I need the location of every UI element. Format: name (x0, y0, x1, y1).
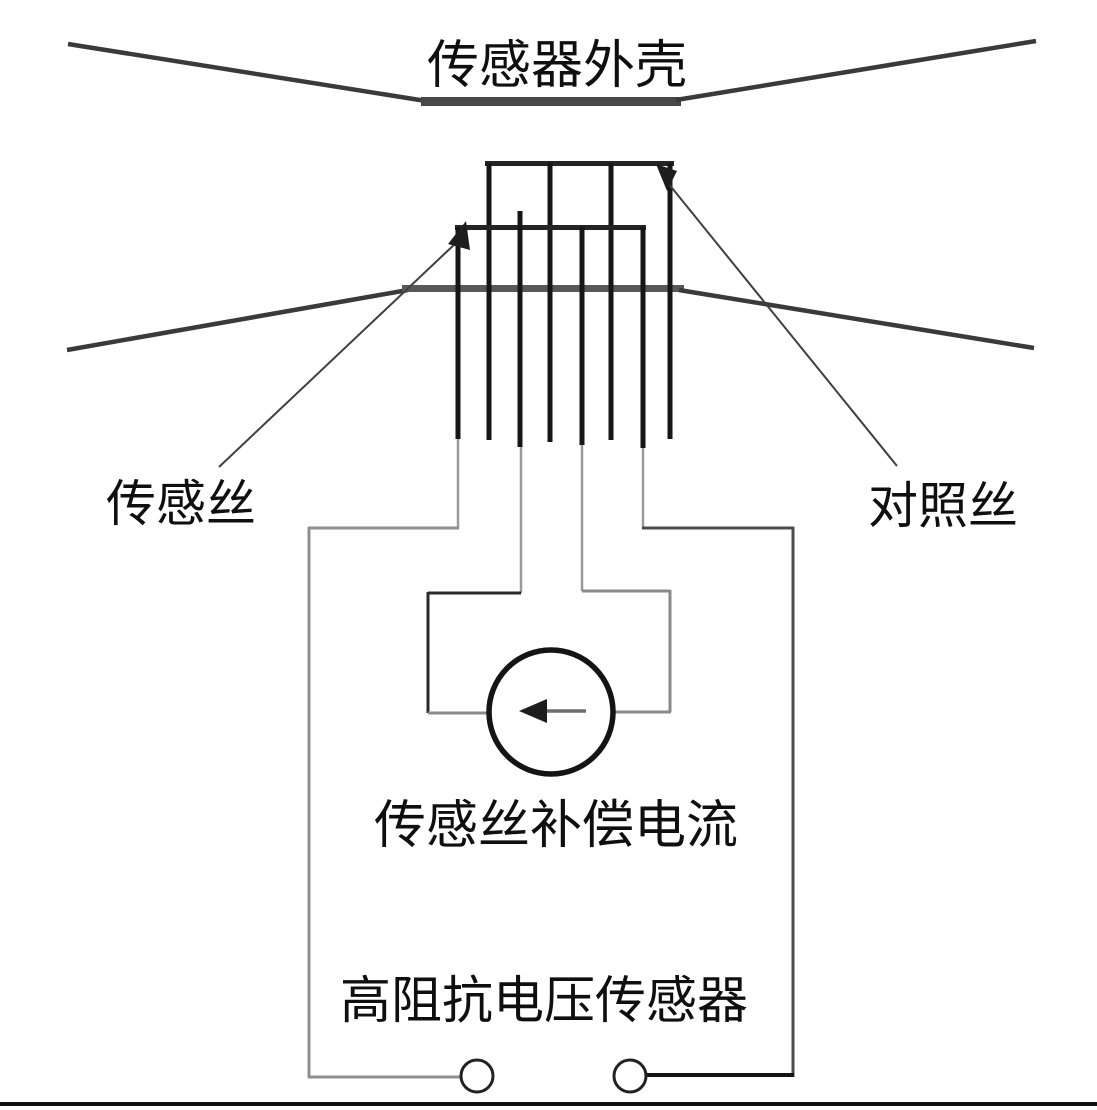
sensing-wire-callout (218, 221, 470, 468)
current-arrow-head (519, 699, 547, 723)
housing-label: 传感器外壳 (427, 38, 687, 95)
reference-wire-leader-line (667, 182, 898, 467)
sensing-wire-leader-line (218, 241, 458, 468)
housing-top-left-slant (67, 41, 427, 104)
bottom-border-line (0, 1102, 1097, 1106)
circuit-connector-leads (456, 439, 645, 593)
terminal-right (612, 1058, 648, 1094)
housing-top-flat (421, 97, 681, 106)
terminal-left (459, 1058, 495, 1094)
reference-wire-callout (656, 164, 898, 467)
sensing-comb-bar (455, 225, 646, 230)
reference-wire-arrowhead (656, 164, 677, 191)
sensing-wire-comb (455, 211, 646, 448)
reference-wire-comb (485, 161, 674, 442)
voltage-sensor-box (307, 526, 795, 1094)
sensing-wire-label: 传感丝 (106, 476, 256, 532)
housing-bottom-right-slant (678, 287, 1035, 351)
reference-wire-label: 对照丝 (868, 478, 1018, 534)
voltage-sensor-label: 高阻抗电压传感器 (340, 974, 748, 1030)
compensation-current-label: 传感丝补偿电流 (374, 798, 738, 855)
housing-bottom-left-slant (66, 287, 409, 353)
sensor-housing-top (67, 38, 1037, 106)
reference-comb-bar (485, 161, 674, 166)
compensation-current-loop (426, 589, 672, 777)
sensor-housing-bottom (66, 285, 1035, 353)
housing-bottom-flat (402, 285, 684, 292)
housing-top-right-slant (675, 38, 1037, 103)
sensing-wire-arrowhead (448, 221, 470, 250)
